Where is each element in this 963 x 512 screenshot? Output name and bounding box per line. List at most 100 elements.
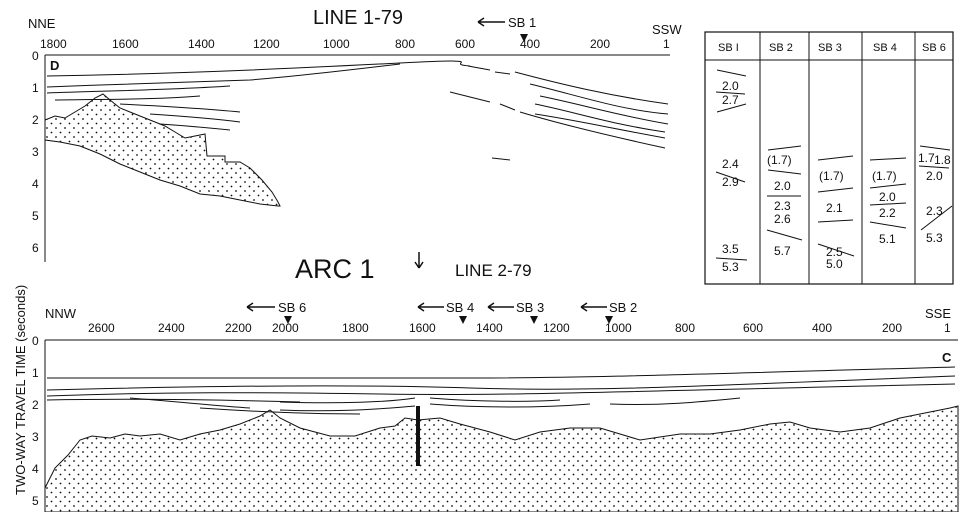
velocity-value: 2.0 <box>879 190 896 204</box>
velocity-column-sb4: (1.7) 2.0 2.2 5.1 <box>869 157 907 246</box>
lower-reflector <box>129 397 251 409</box>
velocity-value: 5.1 <box>879 232 896 246</box>
lower-x-tick: 2000 <box>272 321 299 335</box>
velocity-value: 2.1 <box>826 201 843 215</box>
velocity-value: 1.7 <box>918 151 935 165</box>
velocity-value: 2.4 <box>722 157 739 171</box>
y-axis-label: TWO-WAY TRAVEL TIME (seconds) <box>13 285 28 495</box>
upper-reflector <box>449 91 491 103</box>
lower-x-tick: 200 <box>882 321 902 335</box>
upper-y-tick: 2 <box>32 113 39 127</box>
velocity-value: 2.7 <box>722 93 739 107</box>
upper-reflector <box>499 103 516 111</box>
lower-x-tick: 800 <box>675 321 695 335</box>
lower-reflector <box>279 397 416 404</box>
upper-reflector <box>491 157 511 161</box>
interval-boundary <box>919 145 951 151</box>
lower-reflector <box>46 366 956 379</box>
velocity-value: 1.8 <box>934 153 951 167</box>
sb2-triangle <box>605 316 613 324</box>
velocity-table-frame <box>704 31 954 285</box>
velocity-header: SB 3 <box>818 42 842 54</box>
velocity-value: (1.7) <box>819 169 844 183</box>
sb4-label: SB 4 <box>446 300 474 315</box>
lower-y-tick-labels: 0 1 2 3 4 5 <box>32 334 39 508</box>
lower-x-tick: 1400 <box>476 321 503 335</box>
velocity-value: 2.6 <box>774 212 791 226</box>
upper-acoustic-basement <box>44 93 281 207</box>
interval-boundary <box>869 183 907 189</box>
sb4-triangle <box>459 316 467 324</box>
lower-x-tick: 1600 <box>409 321 436 335</box>
upper-x-tick: 1800 <box>40 37 67 51</box>
upper-reflector <box>46 85 231 94</box>
sb3-arrow <box>487 302 514 312</box>
interval-boundary <box>767 145 802 151</box>
interval-boundary <box>767 169 802 175</box>
lower-reflector <box>429 397 561 402</box>
lower-sb-markers: SB 6 SB 4 SB 3 SB 2 <box>246 300 637 324</box>
upper-reflector <box>46 60 471 77</box>
velocity-value: 2.2 <box>879 206 896 220</box>
upper-reflector <box>46 63 401 88</box>
interval-boundary <box>715 257 748 261</box>
upper-reflector <box>534 103 666 133</box>
upper-reflector <box>54 95 201 101</box>
sb6-arrow <box>246 302 275 312</box>
upper-reflector <box>119 103 241 113</box>
lower-reflector <box>609 397 741 406</box>
velocity-value: 2.0 <box>926 169 943 183</box>
velocity-value: 5.3 <box>926 231 943 245</box>
upper-x-tick: 1400 <box>188 37 215 51</box>
sb2-arrow <box>580 302 607 312</box>
upper-reflector <box>519 111 666 149</box>
lower-y-tick: 2 <box>32 398 39 412</box>
lower-x-tick: 2600 <box>88 321 115 335</box>
lower-x-tick: 1200 <box>543 321 570 335</box>
lower-reflector <box>429 403 591 408</box>
upper-reflector <box>494 71 511 75</box>
interval-boundary <box>869 221 907 229</box>
interval-boundary <box>716 103 747 113</box>
interval-boundary <box>766 229 803 241</box>
upper-y-tick: 3 <box>32 145 39 159</box>
upper-x-tick-labels: 1800 1600 1400 1200 1000 800 600 400 200… <box>40 37 670 51</box>
lower-line-title: LINE 2-79 <box>455 261 532 280</box>
upper-right-direction: SSW <box>652 22 682 37</box>
upper-y-tick: 6 <box>32 241 39 255</box>
velocity-header: SB 2 <box>769 42 793 54</box>
upper-reflector <box>539 95 669 125</box>
lower-seismic-panel: ARC 1 LINE 2-79 NNW SSE SB 6 SB 4 SB 3 S… <box>32 252 959 512</box>
sb2-label: SB 2 <box>609 300 637 315</box>
arc-label: ARC 1 <box>295 254 375 284</box>
sb6-label: SB 6 <box>278 300 306 315</box>
upper-reflector <box>149 113 241 123</box>
lower-reflector <box>46 383 956 397</box>
lower-reflectors <box>46 366 956 415</box>
interval-boundary <box>918 165 950 169</box>
lower-reflector <box>279 405 416 412</box>
interval-boundary <box>920 205 953 231</box>
velocity-header: SB I <box>718 42 739 54</box>
upper-y-tick: 5 <box>32 209 39 223</box>
velocity-column-sb6: 1.7 1.8 2.0 2.3 5.3 <box>918 145 953 245</box>
upper-reflectors <box>46 60 669 161</box>
velocity-column-sb1: 2.0 2.7 2.4 2.9 3.5 5.3 <box>715 69 748 274</box>
lower-panel-letter: C <box>942 350 952 365</box>
interval-boundary <box>715 91 746 95</box>
upper-reflector <box>529 83 669 115</box>
upper-x-tick: 1000 <box>323 37 350 51</box>
interval-boundary <box>715 171 746 183</box>
upper-x-tick: 1600 <box>112 37 139 51</box>
interval-boundary <box>817 187 854 193</box>
velocity-column-sb2: (1.7) 2.0 2.3 2.6 5.7 <box>766 145 803 258</box>
upper-x-tick: 1200 <box>253 37 280 51</box>
lower-x-tick-labels: 2600 2400 2200 2000 1800 1600 1400 1200 … <box>88 321 951 335</box>
lower-x-tick: 2400 <box>158 321 185 335</box>
upper-line-title: LINE 1-79 <box>313 7 403 29</box>
arc-arrow <box>414 252 424 269</box>
velocity-value: 5.3 <box>722 260 739 274</box>
upper-x-tick: 1 <box>663 37 670 51</box>
lower-y-tick: 0 <box>32 334 39 348</box>
